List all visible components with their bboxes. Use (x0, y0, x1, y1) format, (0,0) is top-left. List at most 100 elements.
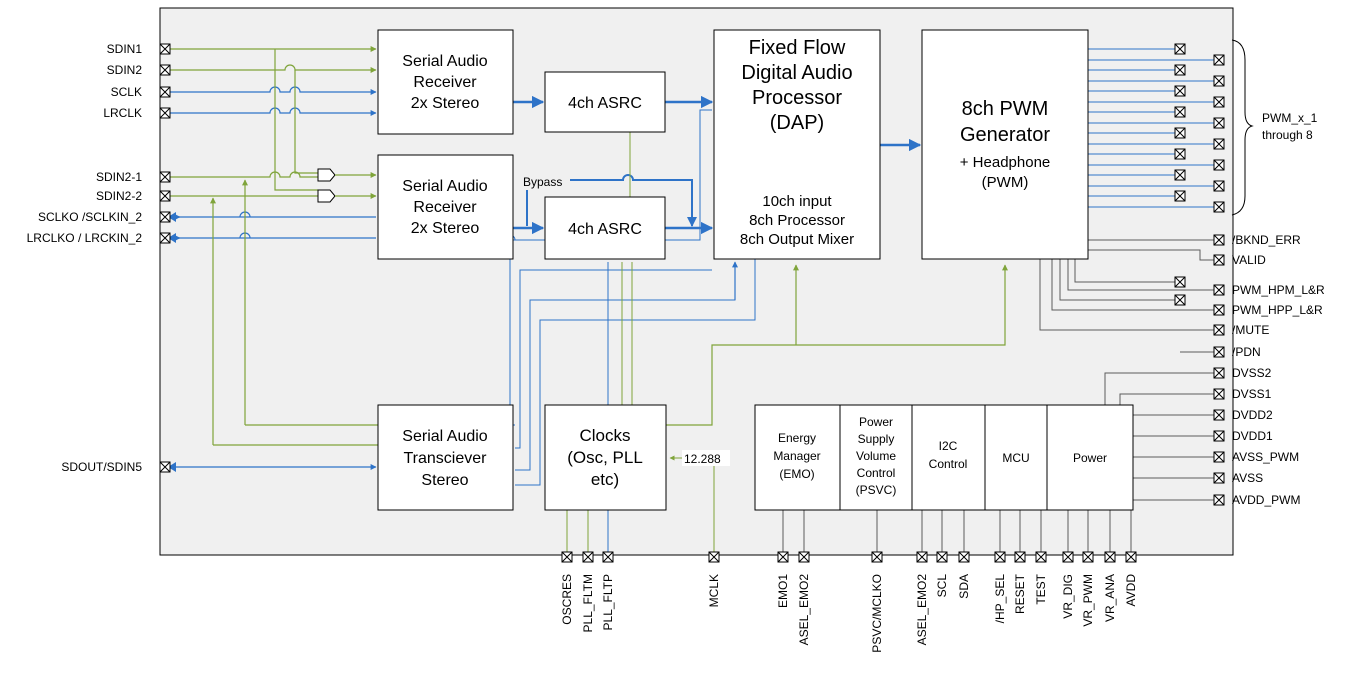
pwm-output-pin-terminal-cross (1213, 117, 1225, 129)
bottom-pin-label: PLL_FLTM (581, 574, 595, 632)
left-pin-label: SCLK (111, 85, 142, 99)
dap-title-line: Digital Audio (741, 62, 852, 84)
lrclk-wire (170, 107, 377, 116)
pwm-group-label: through 8 (1262, 128, 1313, 142)
energy-manager-line: Manager (773, 449, 820, 463)
pwm-output-pin-terminal-cross (1213, 180, 1225, 192)
pin-terminals (159, 43, 1225, 563)
bottom-pin-terminal-cross (916, 551, 928, 563)
bottom-pin-terminal-cross (1014, 551, 1026, 563)
bottom-pin-label: ASEL_EMO2 (915, 574, 929, 646)
right-pin-terminal-cross (1213, 367, 1225, 379)
serial-audio-receiver-2-block (377, 154, 514, 260)
hpp-out-wire (1051, 259, 1214, 311)
dap-block (713, 29, 881, 260)
sdin2-1-wire (170, 171, 318, 178)
bottom-pin-label: SCL (935, 574, 949, 598)
dap-title-line: (DAP) (770, 112, 824, 134)
serial-audio-transceiver-line: Serial Audio (402, 428, 487, 445)
left-pin-label: SDIN2 (107, 63, 143, 77)
right-pin-terminal-cross (1213, 451, 1225, 463)
sdin1-branch (274, 49, 318, 191)
dap-sub-line: 8ch Processor (749, 212, 845, 229)
bottom-pin-terminal-cross (602, 551, 614, 563)
right-pin-terminal-cross (1213, 254, 1225, 266)
right-pin-terminal-cross (1213, 284, 1225, 296)
hpm-out-wire (1067, 259, 1214, 291)
lrclko-arrow-left (168, 233, 176, 243)
bottom-pin-terminal-cross (936, 551, 948, 563)
bottom-pin-terminal-cross (1125, 551, 1137, 563)
bottom-pin-label: OSCRES (560, 574, 574, 625)
sdout-arrow-left (168, 462, 176, 472)
clock-value-label: 12.288 (684, 452, 721, 466)
bottom-pin-terminal-cross (1062, 551, 1074, 563)
pwm-output-pin-terminal-cross (1213, 96, 1225, 108)
pwm-generator-block (921, 29, 1089, 260)
dvss2-wire (1104, 372, 1214, 405)
bottom-pin-label: VR_DIG (1061, 574, 1075, 619)
i2c-control-line: I2C (939, 439, 958, 453)
left-pin-terminal-cross (159, 232, 171, 244)
bottom-pin-label: MCLK (707, 574, 721, 607)
pwm-generator-sub-line: (PWM) (982, 174, 1029, 191)
sdin2-wire (170, 64, 377, 73)
right-pin-label: PWM_HPP_L&R (1232, 303, 1323, 317)
bottom-pin-label: EMO1 (776, 574, 790, 608)
bottom-pin-label: TEST (1034, 573, 1048, 604)
pwm-inner-pin-terminal-cross (1174, 169, 1186, 181)
bottom-pin-terminal-cross (994, 551, 1006, 563)
pwm-inner-pin-terminal-cross (1174, 64, 1186, 76)
right-pin-label: AVDD_PWM (1232, 493, 1300, 507)
power-supply-volume-control-line: Supply (858, 432, 895, 446)
serial-audio-transceiver-line: Transciever (404, 450, 488, 467)
left-pin-label: SCLKO /SCLKIN_2 (38, 210, 142, 224)
pwm-output-pin-terminal-cross (1213, 201, 1225, 213)
right-pin-terminal-cross (1213, 472, 1225, 484)
asrc-2-line: 4ch ASRC (568, 221, 642, 238)
clocks-line: (Osc, PLL (567, 448, 643, 467)
right-pin-label: /BKND_ERR (1232, 233, 1301, 247)
left-pin-terminal-cross (159, 171, 171, 183)
asrc-1-block (544, 71, 666, 133)
left-pin-terminal-cross (159, 43, 171, 55)
pwm-inner-pin-terminal-cross (1174, 190, 1186, 202)
left-pin-label: LRCLKO / LRCKIN_2 (27, 231, 143, 245)
bottom-pin-terminal-cross (1035, 551, 1047, 563)
serial-audio-receiver-2-line: Serial Audio (402, 178, 487, 195)
bypass-wire (570, 174, 697, 227)
pwm-inner-pin-terminal-cross (1174, 85, 1186, 97)
right-pin-label: /MUTE (1232, 323, 1269, 337)
dap-sub-line: 8ch Output Mixer (740, 231, 854, 248)
pwm-generator-sub-line: + Headphone (960, 154, 1051, 171)
bottom-pin-label: PLL_FLTP (601, 574, 615, 630)
serial-audio-receiver-1-line: Serial Audio (402, 53, 487, 70)
serial-audio-receiver-1-block (377, 29, 514, 135)
left-pin-terminal-cross (159, 211, 171, 223)
right-pin-terminal-cross (1213, 494, 1225, 506)
right-pin-label: /PDN (1232, 345, 1261, 359)
bottom-pin-label: RESET (1013, 573, 1027, 614)
bypass-label: Bypass (523, 175, 562, 189)
power-line: Power (1073, 451, 1107, 465)
energy-manager-line: Energy (778, 431, 816, 445)
left-pin-label: SDOUT/SDIN5 (61, 460, 142, 474)
mux-buffer-2 (317, 189, 336, 203)
serial-audio-receiver-1-line: Receiver (413, 74, 477, 91)
power-supply-volume-control-line: (PSVC) (856, 483, 897, 497)
left-pin-terminal-cross (159, 64, 171, 76)
right-pin-label: DVDD1 (1232, 429, 1273, 443)
right-pin-terminal-cross (1213, 234, 1225, 246)
sat-feed-4 (515, 259, 756, 486)
valid-wire (1088, 249, 1214, 261)
power-supply-volume-control-line: Power (859, 415, 893, 429)
left-pin-label: SDIN1 (107, 42, 143, 56)
signal-wires (168, 46, 1214, 552)
control-strip (754, 404, 1134, 511)
serial-audio-transceiver-block (377, 404, 514, 511)
hp-inner-pin-terminal-cross (1174, 276, 1186, 288)
right-pin-terminal-cross (1213, 304, 1225, 316)
right-pin-terminal-cross (1213, 346, 1225, 358)
